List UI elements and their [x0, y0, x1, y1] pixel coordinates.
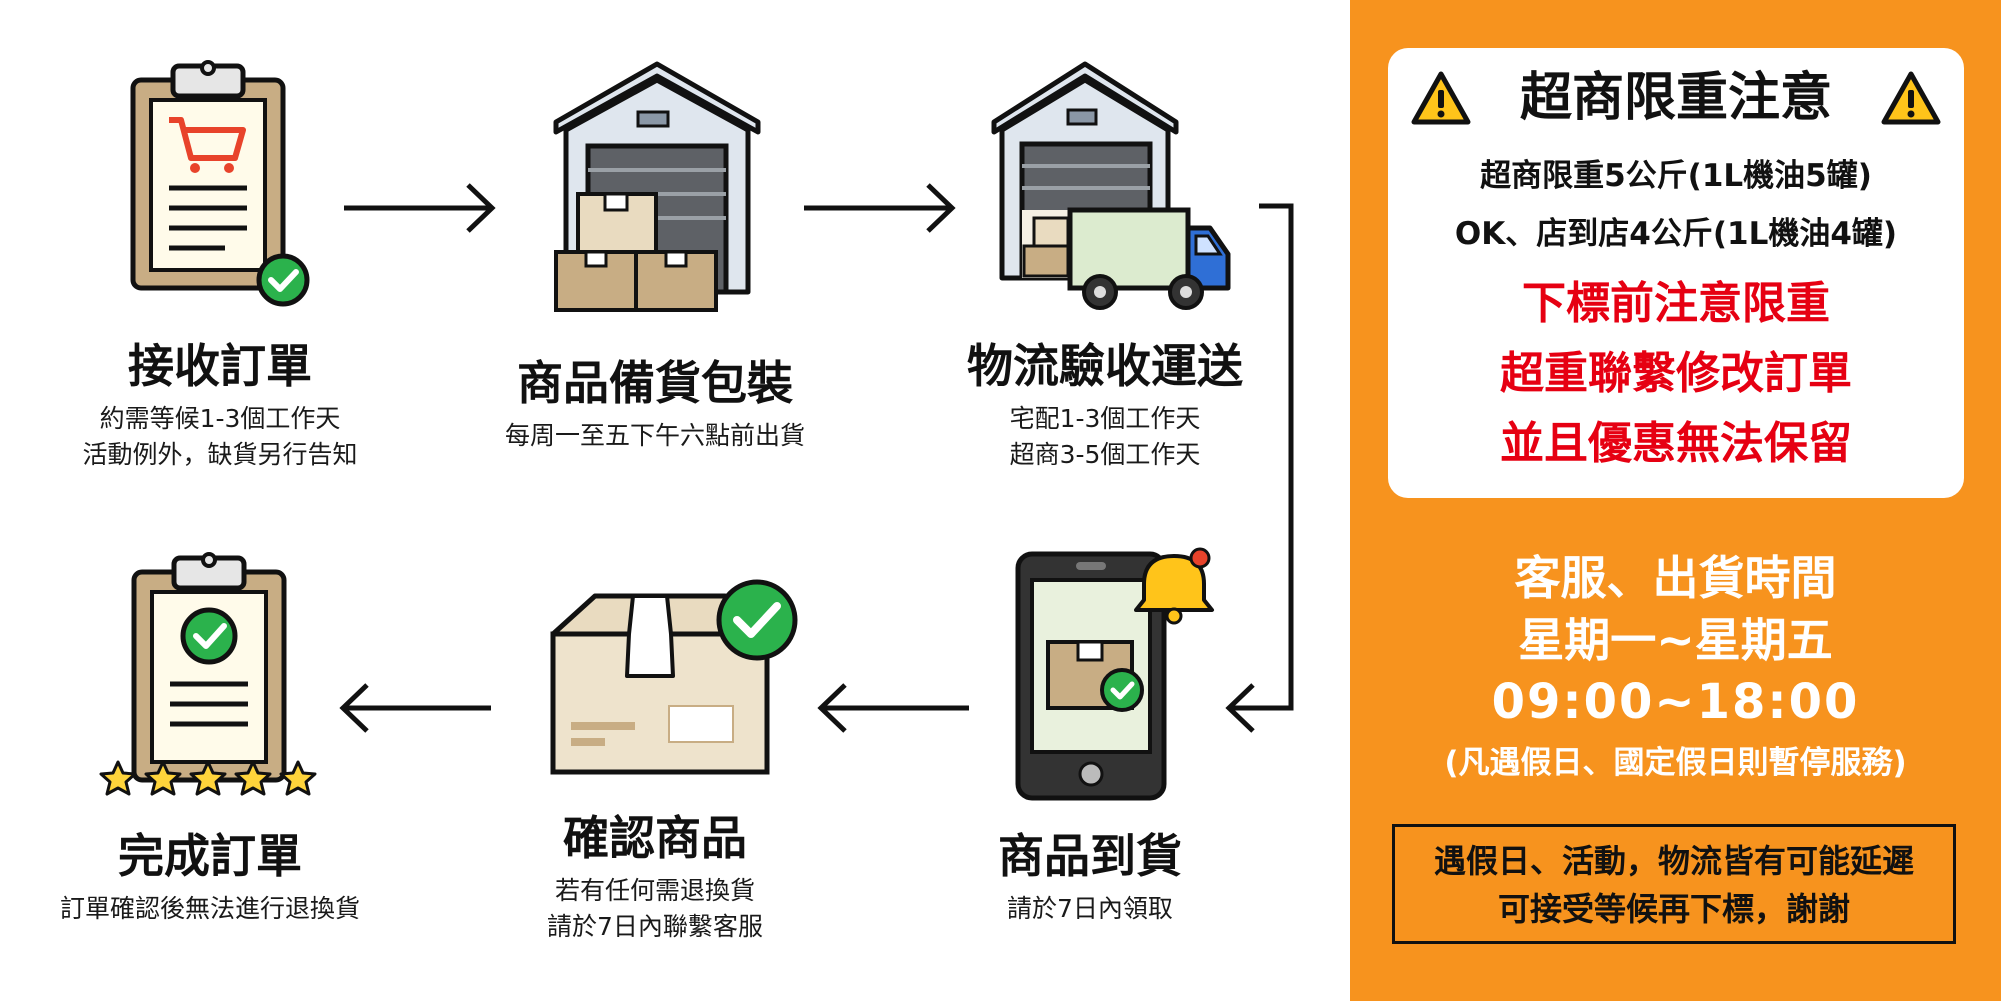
delay-notice-line: 遇假日、活動，物流皆有可能延遲 [1433, 842, 1914, 880]
connector-arrow-icon [1225, 203, 1294, 733]
step-ship-title: 物流驗收運送 [967, 339, 1243, 393]
step-ship-desc-line: 宅配1-3個工作天 [1009, 404, 1201, 433]
arrow-right-icon [804, 183, 956, 233]
warehouse-boxes-icon [553, 61, 761, 312]
step-complete-desc: 訂單確認後無法進行退換貨 [20, 891, 400, 927]
hours-days: 星期一~星期五 [1518, 613, 1833, 667]
step-arrive-desc: 請於7日內領取 [940, 891, 1240, 927]
warning-icon [1411, 71, 1471, 125]
weight-warning-line: 下標前注意限重 [1522, 278, 1830, 329]
step-complete-title: 完成訂單 [118, 829, 302, 883]
hours-title: 客服、出貨時間 [1514, 551, 1837, 605]
warning-icon [1881, 71, 1941, 125]
step-receive-desc-line: 活動例外，缺貨另行告知 [82, 440, 358, 469]
step-receive-title: 接收訂單 [128, 339, 312, 393]
step-pack-desc-line: 每周一至五下午六點前出貨 [504, 421, 805, 450]
step-confirm-desc-line: 若有任何需退換貨 [554, 876, 755, 905]
step-pack-title: 商品備貨包裝 [517, 356, 793, 410]
arrow-right-icon [344, 183, 496, 233]
step-ship-desc: 宅配1-3個工作天 超商3-5個工作天 [930, 401, 1280, 473]
arrow-left-icon [817, 683, 969, 733]
hours-time: 09:00~18:00 [1491, 674, 1860, 730]
delay-notice-box: 遇假日、活動，物流皆有可能延遲 可接受等候再下標，謝謝 [1392, 824, 1956, 944]
weight-limit-line: OK、店到店4公斤(1L機油4罐) [1454, 216, 1898, 252]
weight-warning-line: 超重聯繫修改訂單 [1500, 348, 1852, 399]
hours-note: (凡遇假日、國定假日則暫停服務) [1444, 745, 1907, 781]
step-arrive-title: 商品到貨 [998, 829, 1182, 883]
step-complete-desc-line: 訂單確認後無法進行退換貨 [59, 894, 360, 923]
clipboard-cart-icon [130, 60, 310, 307]
phone-bell-icon [1015, 547, 1214, 801]
weight-limit-title: 超商限重注意 [1519, 68, 1832, 128]
step-confirm-title: 確認商品 [563, 811, 747, 865]
delay-notice-line: 可接受等候再下標，謝謝 [1497, 890, 1850, 928]
step-receive-desc-line: 約需等候1-3個工作天 [99, 404, 341, 433]
clipboard-stars-icon [99, 552, 317, 796]
arrow-left-icon [339, 683, 491, 733]
step-receive-desc: 約需等候1-3個工作天 活動例外，缺貨另行告知 [40, 401, 400, 473]
weight-limit-line: 超商限重5公斤(1L機油5罐) [1480, 158, 1872, 194]
warehouse-truck-icon [991, 61, 1231, 310]
step-pack-desc: 每周一至五下午六點前出貨 [455, 418, 855, 454]
info-panel: 超商限重注意 超商限重5公斤(1L機油5罐) OK、店到店4公斤(1L機油4罐)… [1350, 0, 2001, 1001]
step-arrive-desc-line: 請於7日內領取 [1007, 894, 1173, 923]
step-confirm-desc-line: 請於7日內聯繫客服 [547, 912, 763, 941]
step-ship-desc-line: 超商3-5個工作天 [1009, 440, 1201, 469]
weight-limit-card: 超商限重注意 超商限重5公斤(1L機油5罐) OK、店到店4公斤(1L機油4罐)… [1388, 48, 1964, 498]
box-check-icon [550, 579, 798, 775]
step-confirm-desc: 若有任何需退換貨 請於7日內聯繫客服 [505, 873, 805, 945]
weight-warning-line: 並且優惠無法保留 [1500, 418, 1852, 469]
